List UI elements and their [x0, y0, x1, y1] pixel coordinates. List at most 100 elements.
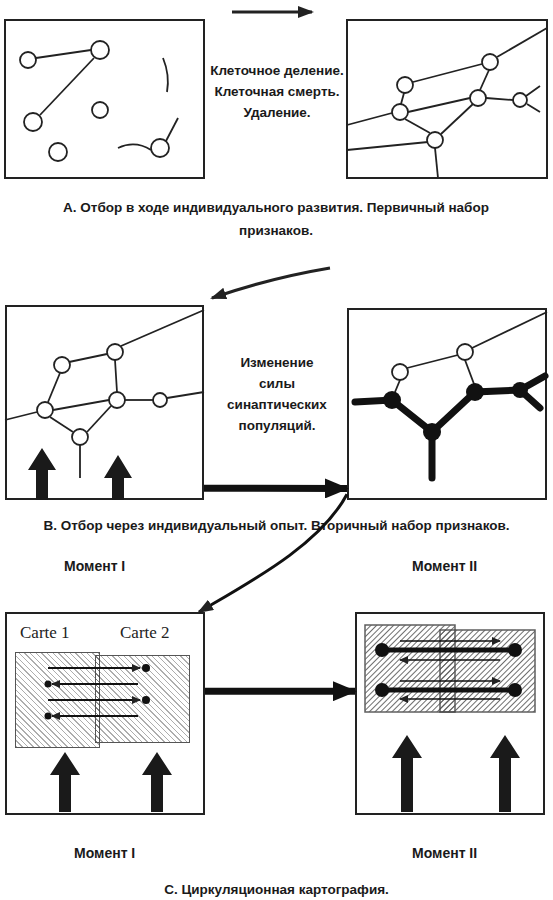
strong-reentry-line	[382, 648, 515, 653]
strong-synapse-line	[355, 376, 545, 432]
map-square	[440, 630, 535, 712]
neuron-panel	[347, 20, 547, 178]
neuron-group	[392, 312, 547, 392]
neuron-circle	[153, 393, 167, 407]
neuron-circle	[109, 392, 125, 408]
node-label: Момент II	[412, 844, 477, 862]
neuron-circle	[54, 357, 70, 373]
axon-line	[347, 142, 428, 150]
axon-line	[50, 417, 73, 432]
axon-line	[405, 119, 430, 133]
axon-line	[401, 93, 404, 104]
map-square: Carte 1	[15, 652, 100, 748]
axon-line	[53, 400, 109, 410]
figure-caption: С. Циркуляционная картография.	[6, 878, 547, 900]
axon-line	[395, 380, 400, 392]
axon-line	[163, 58, 168, 92]
axon-line	[441, 104, 473, 134]
neuron-circle	[392, 104, 408, 120]
input-arrow	[50, 752, 80, 812]
input-arrow	[490, 735, 520, 812]
process-arrow	[205, 688, 355, 695]
axon-line	[408, 98, 470, 112]
axon-line	[69, 354, 107, 362]
strong-reentry-line	[382, 688, 515, 693]
strong-neuron	[423, 423, 441, 441]
neuron-circle	[392, 364, 408, 380]
input-arrows	[392, 735, 520, 812]
neuron-circle	[397, 77, 413, 93]
axon-line	[486, 98, 513, 100]
moment-panel: Момент ICarte 1Carte 2	[5, 612, 205, 815]
axon-line	[526, 86, 540, 112]
process-arrow	[199, 494, 347, 612]
reentry-arrows	[400, 641, 500, 699]
node-label: Момент I	[74, 844, 135, 862]
strong-synapse-line	[429, 432, 436, 478]
neuron-group	[347, 28, 547, 178]
axon-line	[435, 148, 438, 178]
node-label: Момент I	[64, 557, 125, 575]
neuron-group	[5, 310, 204, 478]
axon-line	[36, 50, 91, 58]
axon-line	[480, 70, 489, 90]
reentry-arrow	[400, 640, 500, 642]
input-arrow	[142, 752, 172, 812]
map-dot	[508, 683, 522, 697]
neuron-circle	[92, 102, 108, 118]
node-label: Carte 1	[20, 623, 70, 643]
neuron-circle	[513, 93, 527, 107]
reentry-arrow	[400, 698, 500, 700]
neuron-panel	[5, 20, 204, 178]
neuron-circle	[91, 41, 109, 59]
map-dot	[375, 643, 389, 657]
neuron-circle	[457, 344, 473, 360]
neuron-circle	[482, 54, 498, 70]
axon-line	[497, 28, 547, 57]
strong-neuron	[512, 382, 528, 398]
input-arrow	[28, 448, 56, 500]
neuron-circle	[427, 132, 443, 148]
neuron-circle	[24, 113, 42, 131]
process-arrow	[232, 11, 312, 14]
map-dots	[375, 643, 522, 697]
axon-line	[347, 113, 392, 125]
input-arrow	[392, 735, 422, 812]
input-arrows	[28, 448, 132, 500]
process-note: Клеточное деление. Клеточная смерть. Уда…	[210, 60, 344, 123]
axon-line	[166, 118, 178, 141]
neuron-group	[20, 41, 178, 161]
neuron-circle	[20, 52, 36, 68]
node-label: Момент II	[412, 557, 477, 575]
process-note: Изменение силы синаптических популяций.	[222, 352, 332, 436]
axon-line	[115, 360, 117, 392]
node-label: Carte 2	[120, 623, 170, 643]
strong-neuron	[466, 383, 484, 401]
axon-line	[5, 412, 37, 420]
input-arrow	[104, 455, 132, 500]
figure-caption: В. Отбор через индивидуальный опыт. Втор…	[6, 514, 547, 537]
axon-line	[40, 58, 94, 115]
axon-line	[121, 310, 204, 346]
axon-line	[413, 64, 482, 82]
map-dot	[508, 643, 522, 657]
axon-line	[125, 399, 153, 401]
axon-line	[87, 406, 111, 432]
strong-neuron	[383, 391, 401, 409]
axon-line	[79, 445, 81, 478]
map-square	[365, 625, 455, 712]
neuron-circle	[470, 90, 486, 106]
moment-panel: Момент II	[347, 308, 547, 500]
moment-panel: Момент I	[5, 305, 204, 500]
axon-line	[465, 360, 474, 384]
strong-synapse-line	[520, 390, 540, 408]
neuron-circle	[72, 429, 88, 445]
input-arrows	[50, 752, 172, 812]
axon-line	[118, 144, 151, 150]
neuron-circle	[107, 344, 123, 360]
strong-reentry	[382, 650, 515, 690]
map-dot	[375, 683, 389, 697]
